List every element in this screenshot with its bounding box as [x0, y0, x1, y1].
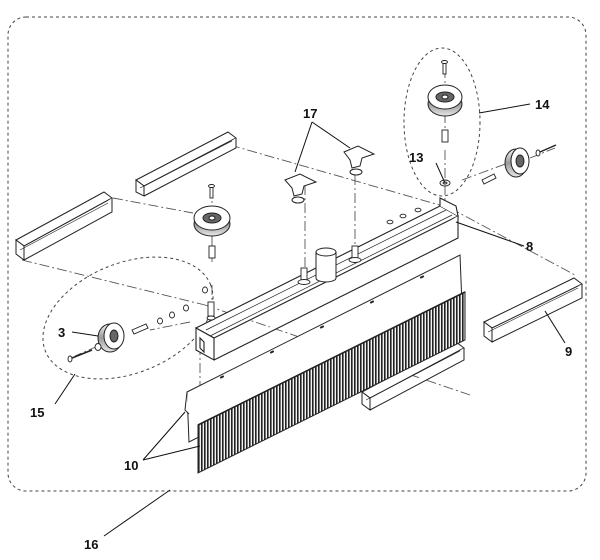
clamp-handle-left	[284, 173, 318, 204]
side-roller-left	[97, 322, 125, 353]
rail-middle-left	[15, 191, 113, 261]
callout-10: 10	[124, 458, 138, 473]
callout-3: 3	[58, 325, 65, 340]
rail-right	[483, 277, 583, 343]
hardware-screws	[67, 60, 557, 363]
callout-14: 14	[535, 97, 550, 112]
callout-8: 8	[526, 239, 533, 254]
callout-13: 13	[409, 150, 423, 165]
callout-16: 16	[84, 537, 98, 552]
side-roller-right	[504, 147, 530, 178]
housing-studs	[206, 207, 422, 321]
caster-wheel-top	[427, 84, 463, 117]
bristle-brush	[197, 291, 466, 474]
callout-15: 15	[30, 405, 44, 420]
callout-9: 9	[565, 344, 572, 359]
assembly-boundary	[7, 16, 587, 492]
rail-lower-center	[361, 341, 465, 411]
clamp-handle-right	[343, 145, 376, 176]
callout-labels: 3 8 9 10 13 14 15 16 17	[30, 97, 572, 552]
subassembly-14-outline	[403, 47, 481, 197]
subassembly-15-outline	[42, 256, 214, 380]
leader-lines	[54, 103, 566, 537]
rail-upper-left	[135, 131, 237, 197]
callout-17: 17	[303, 106, 317, 121]
central-post	[315, 247, 337, 283]
caster-wheel-center	[193, 205, 231, 237]
